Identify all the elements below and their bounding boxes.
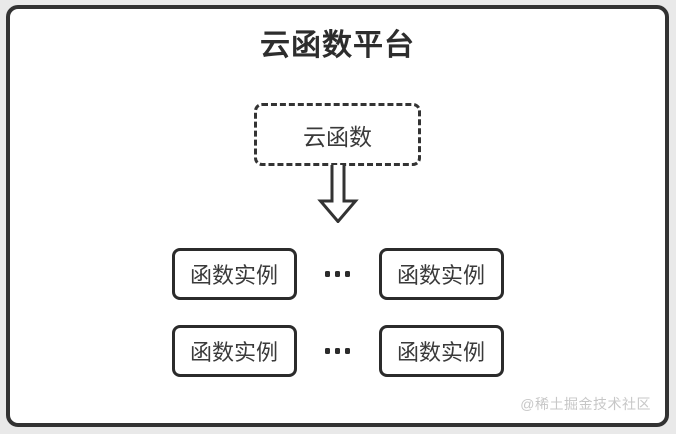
function-instance-label: 函数实例 (396, 263, 485, 288)
instance-row: 函数实例 函数实例 (171, 248, 504, 300)
function-instance-box: 函数实例 (171, 325, 297, 377)
cloud-function-box: 云函数 (254, 103, 421, 166)
function-instance-box: 函数实例 (378, 325, 504, 377)
diagram-title: 云函数平台 (260, 29, 415, 62)
instance-grid: 函数实例 函数实例 函数实例 函数实例 (171, 248, 504, 377)
function-instance-box: 函数实例 (171, 248, 297, 300)
ellipsis-icon (324, 271, 351, 277)
diagram-card: 云函数平台 云函数 函数实例 函数实例 函数实例 (6, 5, 669, 427)
ellipsis-icon (324, 348, 351, 354)
instance-row: 函数实例 函数实例 (171, 325, 504, 377)
function-instance-label: 函数实例 (396, 340, 485, 365)
function-instance-label: 函数实例 (189, 263, 278, 288)
down-arrow-icon (316, 165, 360, 223)
function-instance-box: 函数实例 (378, 248, 504, 300)
function-instance-label: 函数实例 (189, 340, 278, 365)
watermark: @稀土掘金技术社区 (520, 396, 651, 412)
cloud-function-label: 云函数 (303, 123, 372, 150)
